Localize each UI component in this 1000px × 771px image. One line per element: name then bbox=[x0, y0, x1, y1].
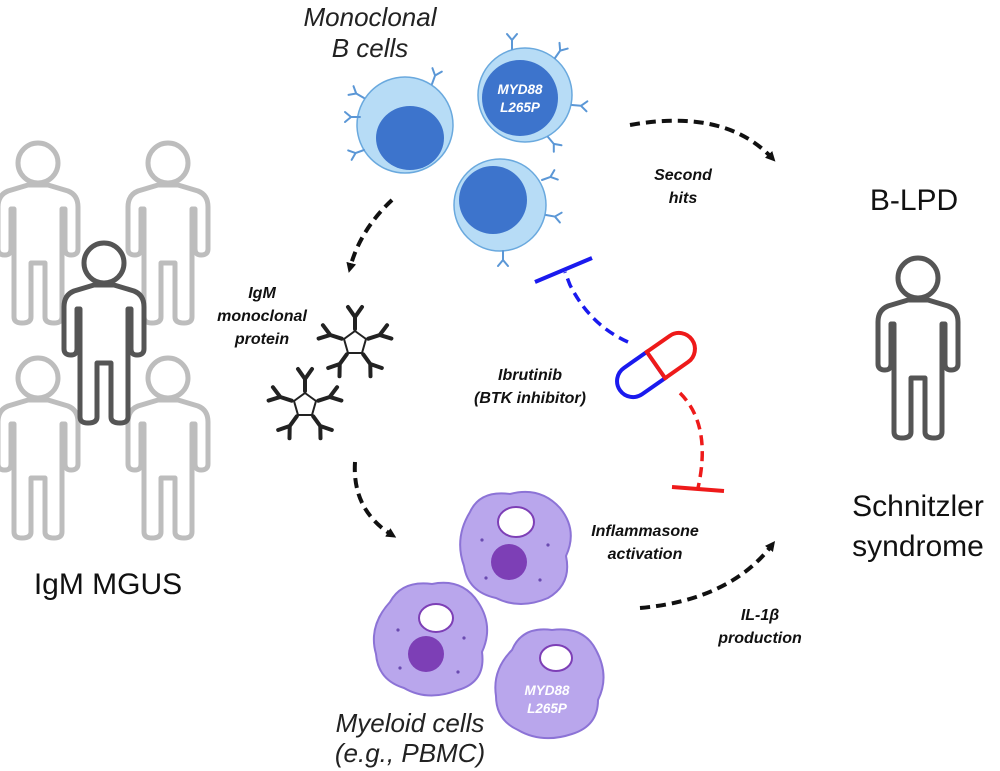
igm-mgus-people bbox=[0, 143, 208, 538]
inhibit-b-cells-bar bbox=[534, 256, 593, 284]
inhibit-b-cells-line bbox=[563, 271, 629, 344]
schnitzler-line2: syndrome bbox=[852, 530, 984, 563]
second-hits-line2: hits bbox=[669, 190, 698, 207]
person-icon bbox=[0, 358, 78, 538]
igm-label-line1: IgM bbox=[248, 285, 276, 302]
myeloid-mutation-line1: MYD88 bbox=[524, 683, 570, 698]
b-cells-label-line2: B cells bbox=[332, 33, 409, 63]
igm-mgus-label: IgM MGUS bbox=[34, 568, 182, 601]
igm-pentamer-icon bbox=[269, 369, 342, 438]
arrow-to-blpd bbox=[629, 118, 776, 162]
second-hits-line1: Second bbox=[654, 167, 713, 184]
inflammasome-line1: Inflammasone bbox=[591, 523, 699, 540]
person-icon bbox=[64, 243, 144, 423]
igm-label-line3: protein bbox=[234, 331, 289, 348]
igm-pentamer-icon bbox=[319, 307, 392, 376]
schnitzler-line1: Schnitzler bbox=[852, 490, 984, 523]
inhibit-inflammasome-line bbox=[678, 391, 704, 489]
il1b-line2: production bbox=[717, 630, 802, 647]
ibrutinib-pill-icon bbox=[615, 330, 697, 400]
inflammasome-line2: activation bbox=[608, 546, 683, 563]
igm-label-line2: monoclonal bbox=[217, 308, 307, 325]
b-cell-mutation-line2: L265P bbox=[500, 100, 541, 115]
b-lpd-label: B-LPD bbox=[870, 184, 958, 217]
b-cell-mutation-line1: MYD88 bbox=[497, 82, 543, 97]
myeloid-cell-top bbox=[459, 490, 572, 605]
b-cells-label-line1: Monoclonal bbox=[304, 2, 438, 32]
ibrutinib-line2: (BTK inhibitor) bbox=[474, 390, 586, 407]
myeloid-label-line2: (e.g., PBMC) bbox=[335, 738, 485, 768]
arrow-bcells-to-igm bbox=[346, 198, 394, 273]
il1b-line1: IL-1β bbox=[741, 607, 779, 624]
b-cell-left bbox=[344, 67, 454, 174]
arrow-igm-to-myeloid bbox=[352, 461, 397, 538]
person-icon bbox=[878, 258, 958, 438]
b-cell-mutant: MYD88 L265P bbox=[477, 33, 589, 153]
b-cell-lower bbox=[453, 158, 563, 267]
person-icon bbox=[128, 358, 208, 538]
arrow-to-schnitzler bbox=[639, 541, 776, 610]
myeloid-label-line1: Myeloid cells bbox=[336, 708, 485, 738]
inhibit-inflammasome-bar bbox=[671, 485, 725, 493]
myeloid-cell-mutant: MYD88 L265P bbox=[494, 628, 605, 740]
ibrutinib-line1: Ibrutinib bbox=[498, 367, 562, 384]
myeloid-cell-left bbox=[372, 581, 489, 697]
myeloid-mutation-line2: L265P bbox=[527, 701, 568, 716]
